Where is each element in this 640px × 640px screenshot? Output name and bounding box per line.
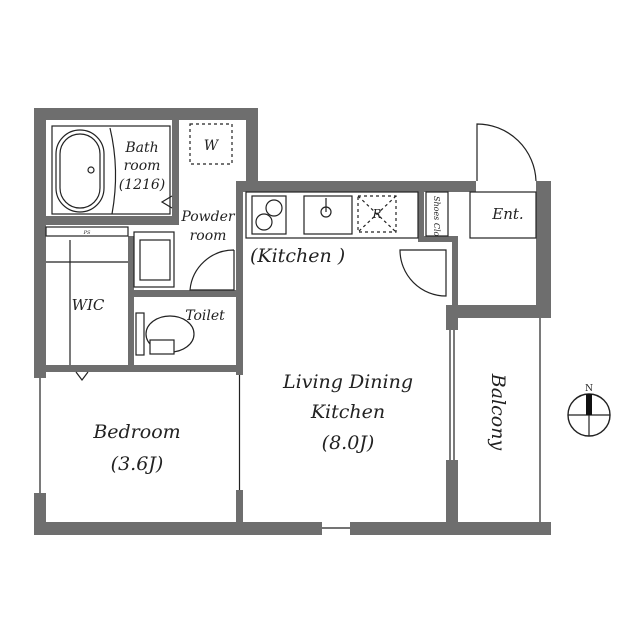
ldk-label-2: Kitchen [310,401,385,423]
sink [303,195,353,235]
stove-burner [255,213,273,231]
stove-burner [265,199,283,217]
bath-label: Bath [124,140,158,156]
fridge-label: R [371,207,381,221]
bedroom-label: Bedroom [92,421,180,443]
bath-size: (1216) [119,177,166,193]
north-compass-icon: N [567,384,611,437]
compass-north-needle [586,394,592,415]
fridge-space [357,195,397,233]
fridge-space-cross [357,195,397,233]
bathtub-edge [109,127,117,215]
bathtub-drain [87,166,95,174]
toilet-label: Toilet [185,308,225,324]
wic-door-marker [75,371,89,381]
entrance-door-opening [477,181,536,192]
shoes-closet [425,191,449,237]
bathtub-inner [59,133,101,209]
entrance-label: Ent. [491,205,523,223]
washer-space [189,123,233,165]
toilet-base [149,339,175,355]
bedroom-size: (3.6J) [111,453,164,475]
toilet-tank [135,312,145,356]
compass-north-label: N [585,384,593,394]
shoes-closet-label: Shoes Clo [432,196,441,237]
powder-label: Powder [180,209,236,225]
toilet-door[interactable] [189,249,235,291]
wic-label: WIC [72,296,105,314]
entrance-step [469,191,537,239]
ps-space [45,226,129,237]
balcony-label: Balcony [487,373,509,451]
ldk-door[interactable] [399,249,447,297]
bath-label-2: room [124,158,161,174]
washer-label: W [204,138,220,154]
entrance-door[interactable] [476,123,537,182]
vanity-basin [139,239,171,281]
kitchen-label: (Kitchen ) [250,245,345,267]
powder-label-2: room [190,228,227,244]
balcony-window [446,330,458,460]
ps-label: PS [83,230,91,236]
ldk-size: (8.0J) [322,432,375,454]
bathroom-door-marker [160,195,173,209]
ldk-label: Living Dining [282,371,413,393]
